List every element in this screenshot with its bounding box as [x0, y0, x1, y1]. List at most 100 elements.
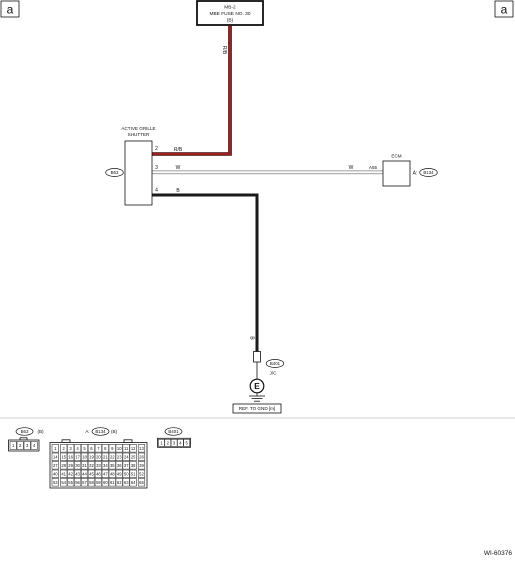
ecm-title: ECM [391, 154, 401, 159]
shutter-title-line2: SHUTTER [128, 132, 150, 137]
pin-number: 63 [124, 480, 129, 485]
pin-cell [87, 444, 96, 453]
ecm-connector-prefix: A: [413, 170, 418, 176]
pin-cell [122, 478, 130, 487]
pin-number: 35 [110, 463, 115, 468]
pin-cell [170, 439, 178, 447]
pin-number: 36 [117, 463, 122, 468]
pin-cell [87, 452, 96, 461]
pin-number: 32 [89, 463, 94, 468]
pin-cell [30, 441, 38, 450]
pin-number: 1 [160, 440, 163, 445]
pin-cell [74, 444, 82, 453]
pin-number: 18 [82, 454, 87, 459]
pin-cell [67, 452, 75, 461]
pin-cell [74, 478, 82, 487]
pin-cell [115, 461, 123, 470]
pin-cell [60, 444, 68, 453]
pin-number: 65 [139, 480, 144, 485]
shutter-pin-3: 3 [155, 165, 158, 171]
pin-cell [164, 439, 172, 447]
pin-number: 49 [117, 471, 122, 476]
pin-number: 64 [131, 480, 136, 485]
pin-cell [60, 478, 68, 487]
connector-view-b63-suffix: (B) [37, 429, 44, 434]
fuse-box: MB-2 MBE FUSE NO. 30 (B) [196, 0, 264, 26]
pin-cell [129, 478, 137, 487]
shutter-pin-2: 2 [155, 146, 158, 152]
pin-cell [23, 441, 31, 450]
pin-number: 56 [75, 480, 80, 485]
ecm-box [382, 160, 411, 187]
wire-b-path [152, 193, 259, 352]
pin-number: 15 [61, 454, 66, 459]
pin-cell [87, 469, 96, 478]
page-marker-right-frame [494, 0, 514, 18]
pin-number: 1 [54, 446, 57, 451]
pin-number: 52 [139, 471, 144, 476]
pin-number: 61 [110, 480, 115, 485]
wire-w-label-ecm-side: W [349, 165, 354, 171]
pin-cell [60, 461, 68, 470]
pin-cell [129, 469, 137, 478]
pin-number: 51 [131, 471, 136, 476]
pin-cell [129, 444, 137, 453]
pin-number: 44 [82, 471, 87, 476]
pin-number: 29 [68, 463, 73, 468]
pin-cell [67, 478, 75, 487]
ecm-connector-callout: B134 [419, 168, 438, 177]
pin-cell [51, 461, 59, 470]
connector-view-b63-oval [15, 427, 34, 436]
pin-number: 31 [82, 463, 87, 468]
page-marker-left-frame [0, 0, 20, 18]
pin-number: 3 [69, 446, 72, 451]
pin-cell [115, 444, 123, 453]
wire-rb-label-fuse-side: R/B [221, 46, 227, 55]
pin-cell [122, 469, 130, 478]
wire-rb-label-pin-side: R/B [174, 147, 183, 153]
pin-cell [108, 452, 116, 461]
fuse-box-line2: MBE FUSE NO. 30 [209, 11, 250, 17]
pin-cell [94, 469, 102, 478]
connector-view-b134-id: B134 [95, 429, 106, 434]
pin-cell [137, 444, 146, 453]
pin-cell [94, 452, 102, 461]
wire-b: B B [152, 188, 259, 352]
pin-cell [74, 461, 82, 470]
pin-cell [87, 461, 96, 470]
pin-number: 57 [82, 480, 87, 485]
pin-number: 27 [53, 463, 58, 468]
pin-cell [129, 452, 137, 461]
pin-cell [94, 444, 102, 453]
pin-number: 6 [90, 446, 93, 451]
shutter-connector-callout: B63 [105, 168, 124, 177]
pin-number: 2 [62, 446, 65, 451]
pin-cell [122, 461, 130, 470]
shutter-pin-4: 4 [155, 188, 158, 194]
pin-cell [80, 444, 89, 453]
connector-view-b63-id: B63 [21, 429, 29, 434]
pin-cell [60, 452, 68, 461]
ground-icon: E [249, 378, 265, 402]
pin-cell [122, 452, 130, 461]
pin-number: 20 [96, 454, 101, 459]
pin-number: 14 [53, 454, 58, 459]
fuse-box-frame [196, 0, 264, 26]
pin-cell [9, 441, 17, 450]
pin-number: 54 [61, 480, 66, 485]
pin-number: 5 [186, 440, 189, 445]
pin-number: 43 [75, 471, 80, 476]
pin-cell [137, 469, 146, 478]
pin-number: 34 [103, 463, 108, 468]
pin-number: 58 [89, 480, 94, 485]
pin-number: 12 [131, 446, 136, 451]
pin-cell [94, 478, 102, 487]
connector-view-b134-oval [91, 427, 110, 436]
pin-cell [137, 478, 146, 487]
pin-cell [108, 478, 116, 487]
pin-number: 11 [124, 446, 129, 451]
